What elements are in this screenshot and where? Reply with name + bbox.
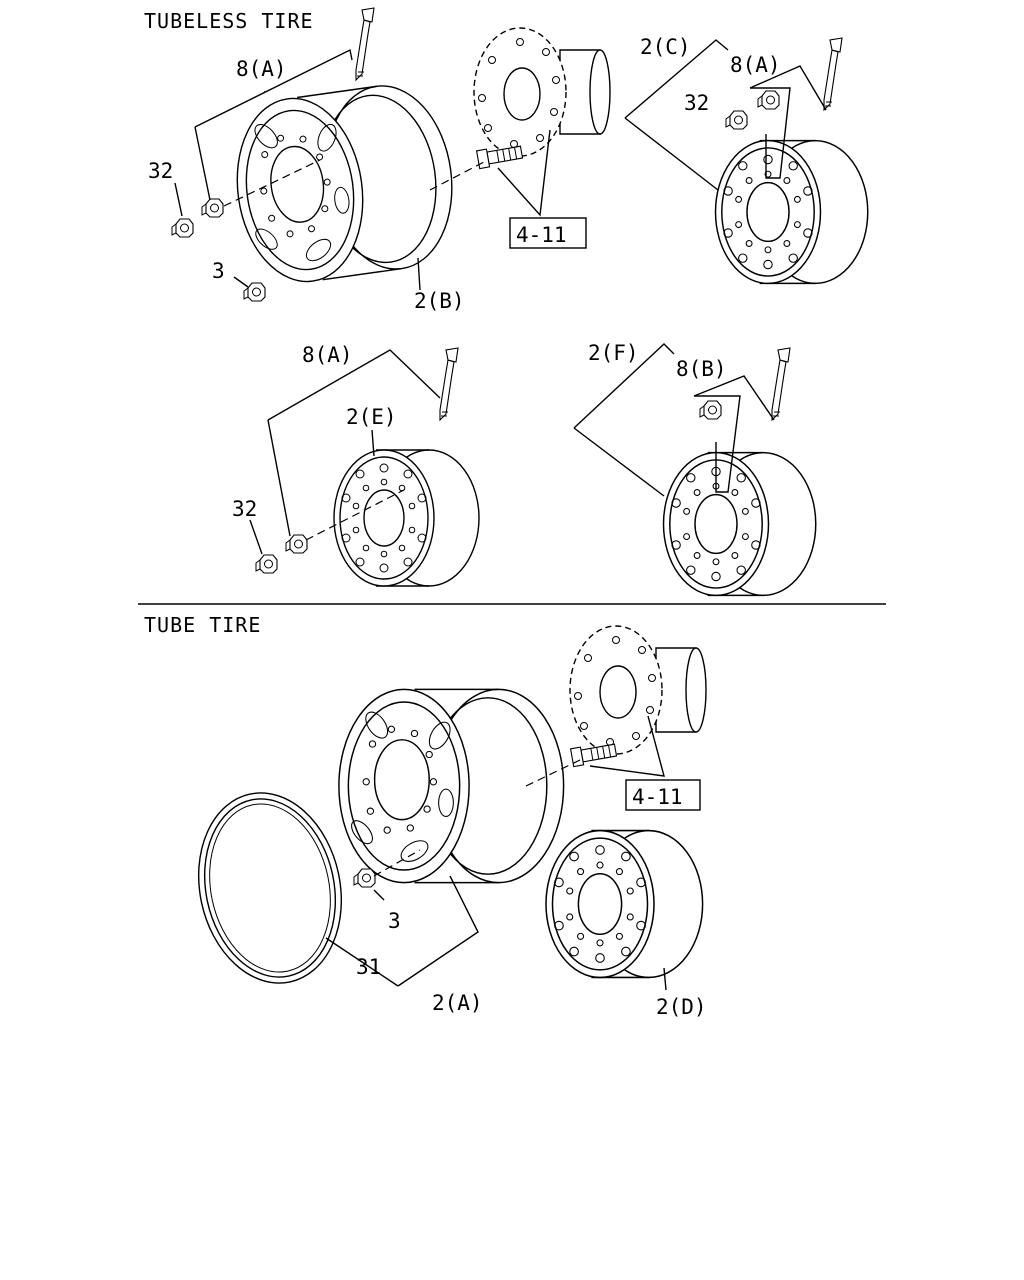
leader-8A-1 (194, 48, 353, 128)
label-32-3: 32 (232, 497, 257, 521)
leader-2F (573, 343, 675, 429)
wheel-2D (545, 829, 704, 979)
nut-32-top-right (725, 110, 748, 130)
leader-2C (624, 39, 729, 119)
label-4-11-2: 4-11 (632, 785, 683, 809)
label-32-1: 32 (148, 159, 173, 183)
label-31: 31 (356, 955, 381, 979)
nut-32-top-left (171, 218, 194, 238)
leader-8B (693, 375, 775, 421)
wheel-2F (662, 451, 817, 597)
hub-bottom (569, 625, 707, 755)
label-8B: 8(B) (676, 357, 727, 381)
leader-3-2 (373, 889, 385, 901)
leader-4-11-1 (497, 129, 551, 217)
label-4-11-1: 4-11 (516, 223, 567, 247)
leader-2B (417, 257, 421, 291)
nut-3-bottom (353, 868, 376, 888)
wheel-2A (338, 688, 565, 884)
label-3-1: 3 (212, 259, 225, 283)
label-2B: 2(B) (414, 289, 465, 313)
label-32-2: 32 (684, 91, 709, 115)
ref-box-4-11-2 (625, 779, 701, 811)
label-2A: 2(A) (432, 991, 483, 1015)
valve-stem-8A-top-left (355, 7, 375, 81)
label-3-2: 3 (388, 909, 401, 933)
valve-stem-8B (771, 347, 791, 421)
tubeless-section-title: TUBELESS TIRE (144, 9, 314, 33)
ref-box-4-11-1 (509, 217, 587, 249)
leader-4-11-2 (589, 715, 665, 777)
wheel-2B (225, 77, 465, 291)
label-8A-1: 8(A) (236, 57, 287, 81)
wheel-2C (714, 139, 869, 285)
nut-valve-8A-top-left (201, 198, 224, 218)
leader-8A-2 (749, 65, 827, 111)
leader-2D (663, 967, 667, 991)
label-2D: 2(D) (656, 995, 707, 1019)
valve-stem-8A-top-right (823, 37, 843, 111)
wheel-2E (333, 449, 480, 587)
label-8A-2: 8(A) (730, 53, 781, 77)
leader-32-1 (174, 182, 183, 217)
label-2C: 2(C) (640, 35, 691, 59)
leader-3-1 (233, 276, 249, 288)
nut-valve-8B (699, 400, 722, 420)
label-2E: 2(E) (346, 405, 397, 429)
tube-section-title: TUBE TIRE (144, 613, 261, 637)
hub-top (473, 27, 611, 157)
leader-32-3 (249, 519, 263, 555)
rim-ring-31 (197, 792, 343, 984)
nut-valve-8A-mid-left (285, 534, 308, 554)
label-2F: 2(F) (588, 341, 639, 365)
leader-8A-3 (267, 349, 441, 421)
nut-valve-8A-top-right (757, 90, 780, 110)
leader-2E (371, 429, 375, 457)
label-8A-3: 8(A) (302, 343, 353, 367)
leader-2A (397, 875, 479, 987)
nut-32-mid-left (255, 554, 278, 574)
valve-stem-8A-mid-left (439, 347, 459, 421)
